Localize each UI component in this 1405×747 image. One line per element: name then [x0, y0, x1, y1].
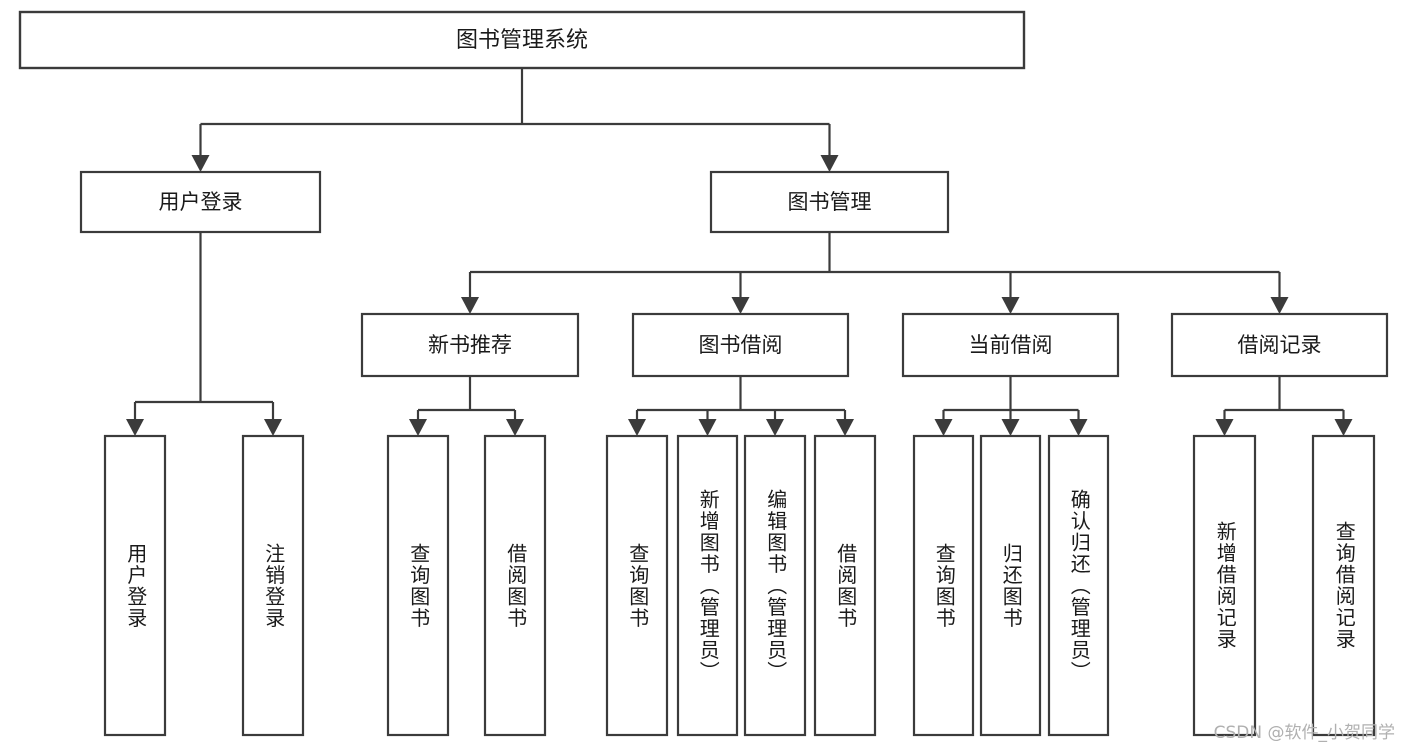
edge-book-borrow-arrow-0 — [628, 419, 646, 436]
edge-new-book-rec-arrow-1 — [506, 419, 524, 436]
node-box-leaf-borrow-book-2[interactable] — [813, 434, 877, 737]
edge-root-arrow-1 — [820, 155, 839, 172]
edge-current-borrow-arrow-2 — [1069, 419, 1088, 436]
edge-borrow-record-arrow-0 — [1215, 419, 1234, 436]
node-box-leaf-query-book-3[interactable] — [912, 434, 975, 737]
edge-user-login-arrow-0 — [126, 419, 144, 436]
edge-book-borrow-arrow-2 — [766, 419, 784, 436]
edge-book-manage-arrow-2 — [1001, 297, 1020, 314]
edge-root-arrow-0 — [191, 155, 210, 172]
node-label-book-manage: 图书管理 — [788, 190, 872, 214]
node-box-leaf-logout[interactable] — [241, 434, 305, 737]
edge-book-borrow-arrow-1 — [698, 419, 717, 436]
node-box-book-manage[interactable] — [709, 170, 950, 234]
edge-new-book-rec-arrow-0 — [409, 419, 427, 436]
node-box-leaf-add-book[interactable] — [676, 434, 739, 737]
node-label-new-book-rec: 新书推荐 — [428, 333, 512, 357]
node-box-leaf-return-book[interactable] — [979, 434, 1042, 737]
node-box-user-login[interactable] — [79, 170, 322, 234]
node-label-current-borrow: 当前借阅 — [969, 333, 1053, 357]
node-box-borrow-record[interactable] — [1170, 312, 1389, 378]
node-box-leaf-query-book-1[interactable] — [386, 434, 450, 737]
node-box-leaf-query-book-2[interactable] — [605, 434, 669, 737]
edge-book-manage-arrow-0 — [461, 297, 479, 314]
edge-current-borrow-arrow-1 — [1001, 419, 1020, 436]
edge-current-borrow-arrow-0 — [934, 419, 953, 436]
node-label-root: 图书管理系统 — [456, 28, 588, 53]
node-label-borrow-record: 借阅记录 — [1238, 333, 1322, 357]
connector-layer — [126, 68, 1353, 436]
node-box-new-book-rec[interactable] — [360, 312, 580, 378]
node-box-leaf-add-record[interactable] — [1192, 434, 1257, 737]
node-box-current-borrow[interactable] — [901, 312, 1120, 378]
node-label-book-borrow: 图书借阅 — [699, 333, 783, 357]
watermark-text: CSDN @软件_小贺同学 — [1213, 723, 1395, 743]
node-box-book-borrow[interactable] — [631, 312, 850, 378]
node-box-leaf-query-record[interactable] — [1311, 434, 1376, 737]
edge-book-manage-arrow-3 — [1270, 297, 1289, 314]
node-box-root[interactable] — [18, 10, 1026, 70]
edge-user-login-arrow-1 — [264, 419, 282, 436]
edge-book-manage-arrow-1 — [731, 297, 750, 314]
edge-borrow-record-arrow-1 — [1334, 419, 1353, 436]
node-box-leaf-confirm-return[interactable] — [1047, 434, 1110, 737]
node-label-user-login: 用户登录 — [159, 190, 243, 214]
node-box-leaf-edit-book[interactable] — [743, 434, 807, 737]
node-box-leaf-user-login[interactable] — [103, 434, 167, 737]
node-box-leaf-borrow-book-1[interactable] — [483, 434, 547, 737]
box-layer — [18, 10, 1389, 737]
edge-book-borrow-arrow-3 — [836, 419, 854, 436]
